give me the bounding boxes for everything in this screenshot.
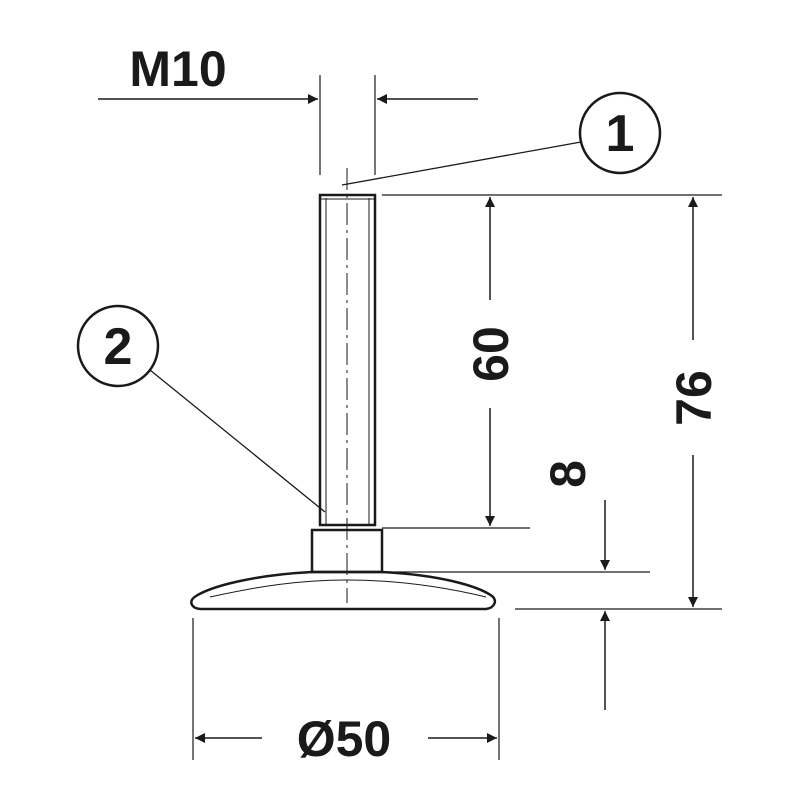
callout-2-circle xyxy=(76,304,160,388)
dim-8-label: 8 xyxy=(540,460,596,488)
dim-76-label: 76 xyxy=(666,370,722,426)
dim-60-label: 60 xyxy=(463,326,519,382)
m10-label: M10 xyxy=(129,41,226,97)
base-plate-inner-line xyxy=(209,579,487,598)
base-plate xyxy=(190,570,497,611)
extension-lines xyxy=(382,194,722,610)
callout-2: 2 xyxy=(76,304,326,513)
base-plate-outline xyxy=(190,570,497,611)
dim-50-label: Ø50 xyxy=(297,711,392,767)
m10-dimension xyxy=(98,75,478,175)
callout-2-leader xyxy=(149,369,326,513)
callout-1-leader xyxy=(341,141,582,186)
callout-1-circle xyxy=(578,91,662,175)
dim-50 xyxy=(192,618,500,760)
callout-2-number: 2 xyxy=(104,318,133,376)
callout-1-number: 1 xyxy=(606,105,635,163)
callout-1: 1 xyxy=(341,91,662,186)
